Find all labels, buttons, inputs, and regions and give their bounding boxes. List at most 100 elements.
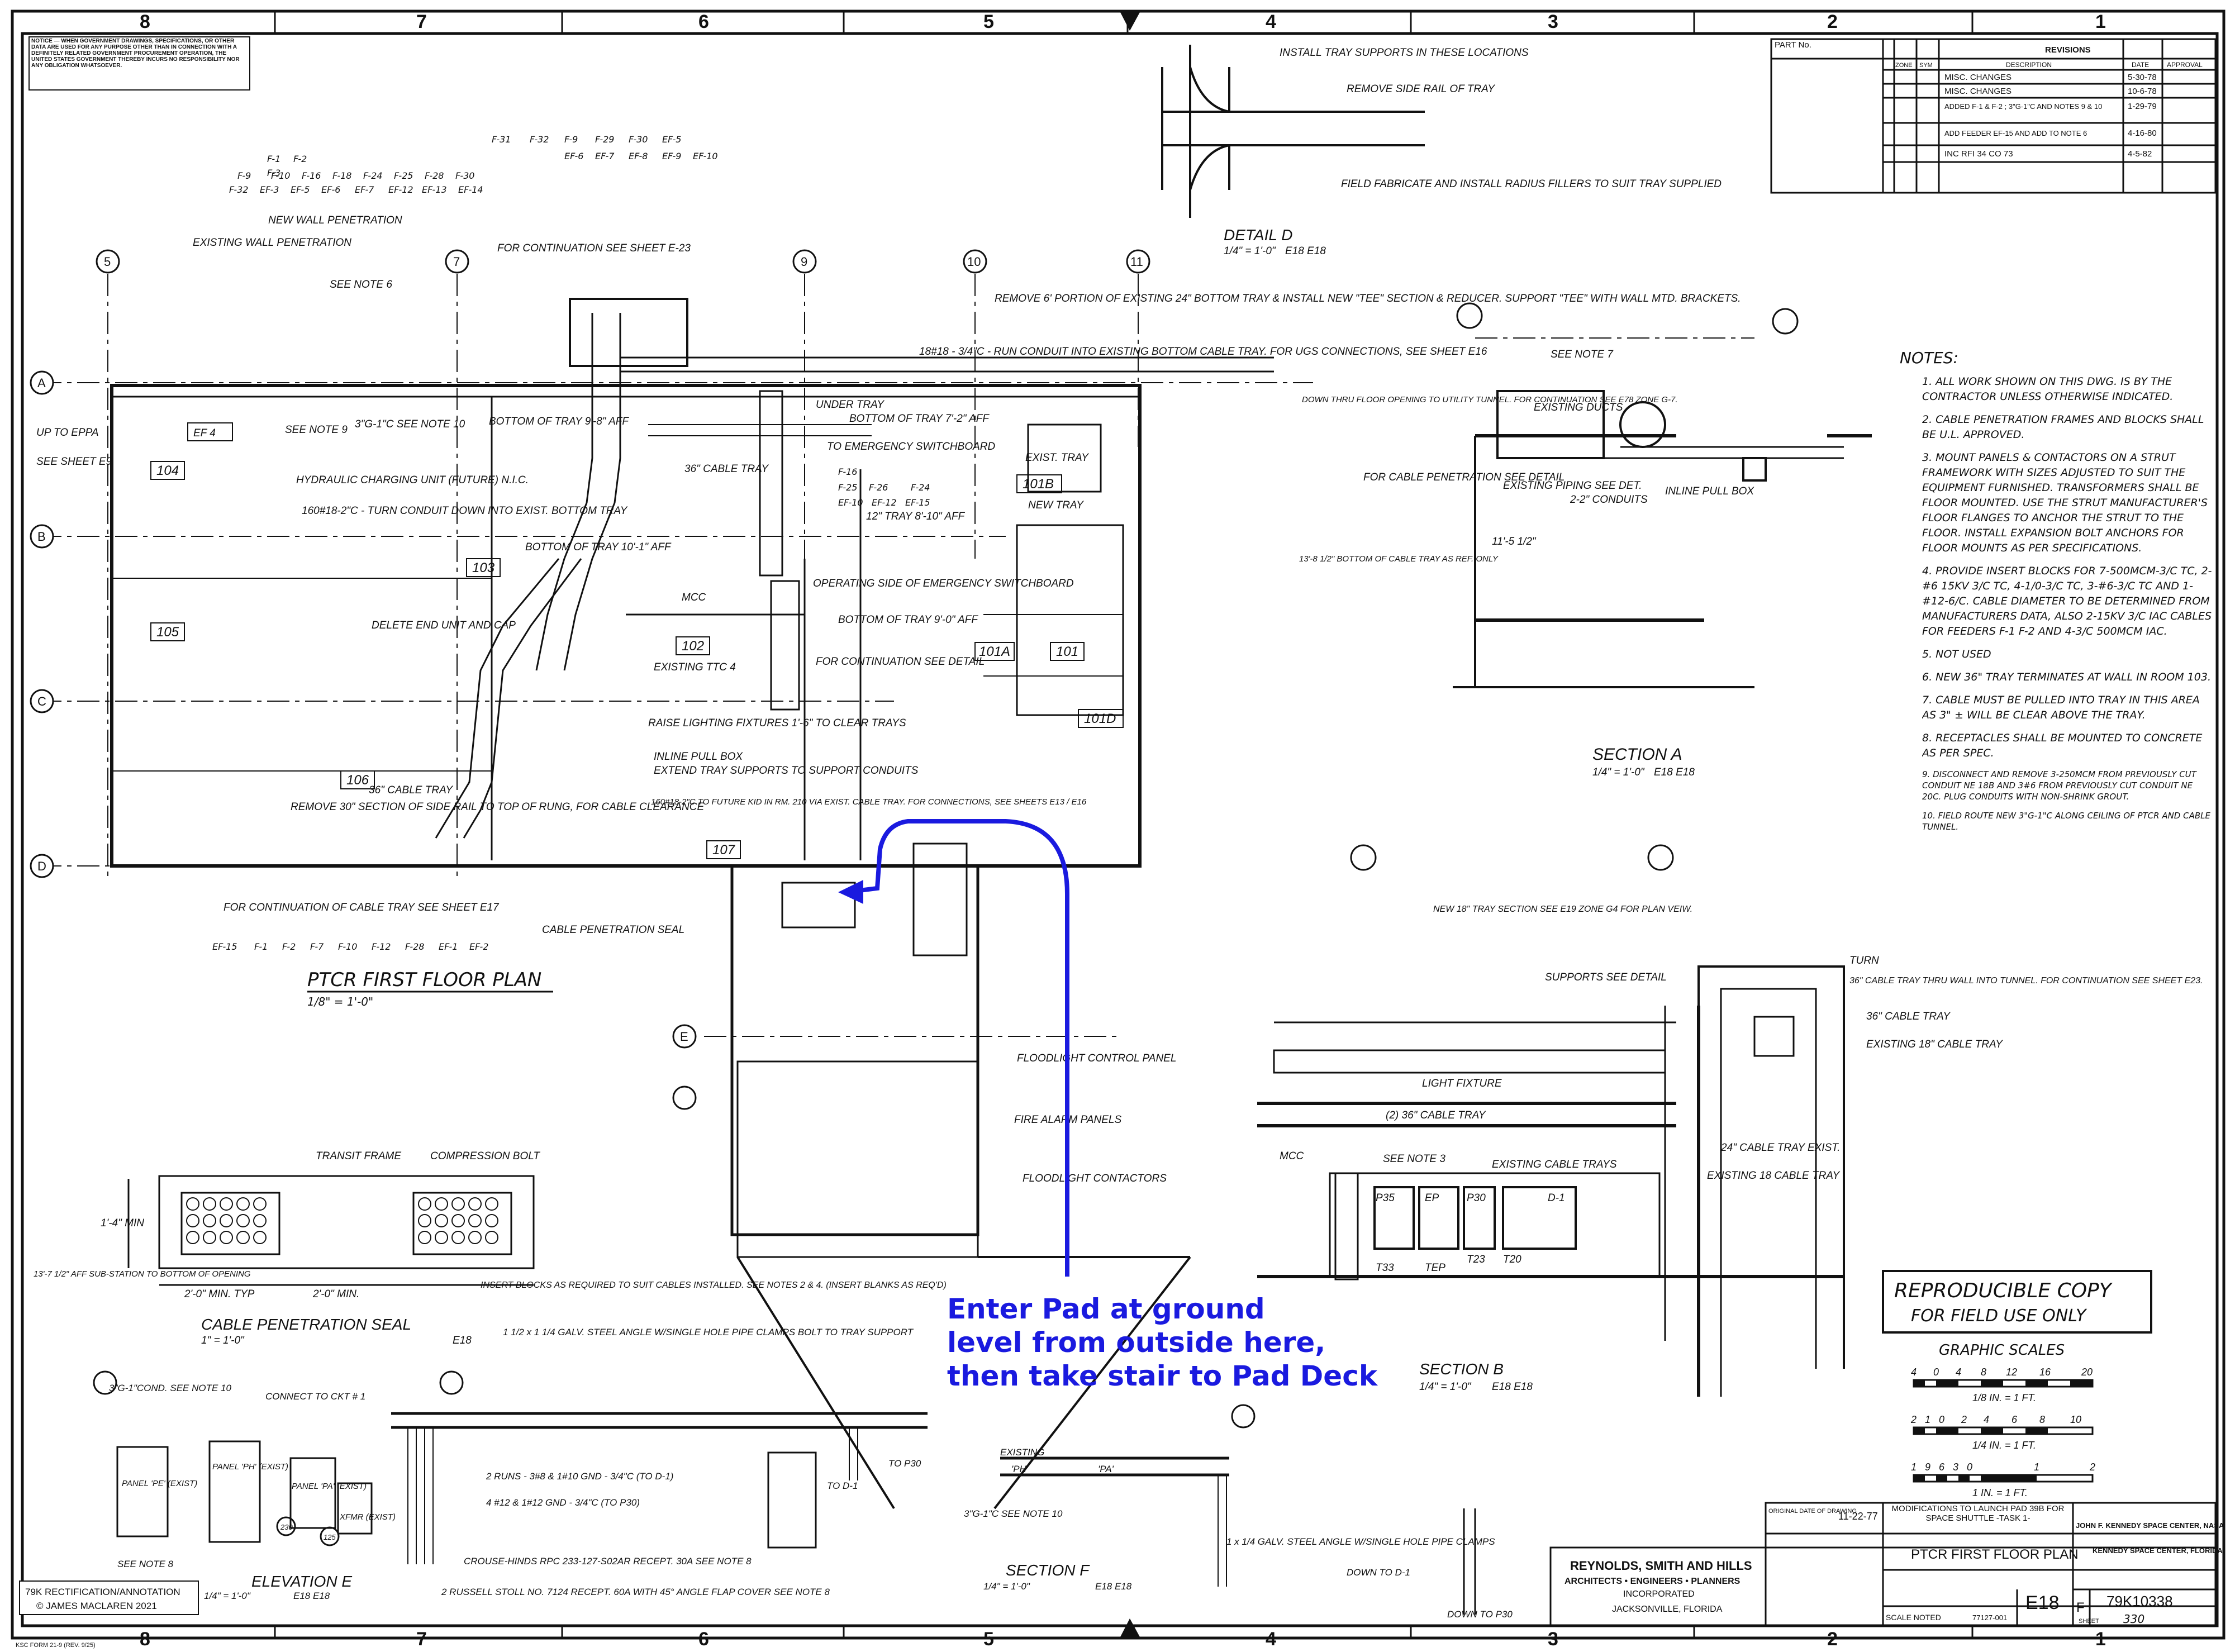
room-104-box	[150, 461, 185, 480]
feeder-tag-1-9: F-28	[425, 170, 444, 181]
credit-line2: © JAMES MACLAREN 2021	[36, 1601, 157, 1611]
scale2-tick-3: 2	[1961, 1414, 1967, 1425]
feeder-tag-3-1: F-25	[838, 482, 857, 493]
feeder-tag-2-9: EF-9	[662, 151, 681, 161]
revisions-table	[1770, 38, 2217, 194]
note-4: 4. PROVIDE INSERT BLOCKS FOR 7-500MCM-3/…	[1922, 565, 2212, 637]
seal-ref: E18	[453, 1335, 472, 1346]
note-7: 7. CABLE MUST BE PULLED INTO TRAY IN THI…	[1922, 694, 2200, 721]
seal-title: CABLE PENETRATION SEAL	[201, 1316, 411, 1333]
rev-header-sym: SYM	[1919, 62, 1933, 69]
elev-crouse: CROUSE-HINDS RPC 233-127-S02AR RECEPT. 3…	[464, 1556, 752, 1567]
new-tray-label: NEW TRAY	[1028, 499, 1084, 511]
note-6: 6. NEW 36" TRAY TERMINATES AT WALL IN RO…	[1922, 671, 2211, 683]
feeder-tag-3-2: F-26	[869, 482, 888, 493]
future-kid-label: 160#18-2"C TO FUTURE KID IN RM. 210 VIA …	[651, 797, 1087, 807]
scale3-tick-4: 0	[1967, 1461, 1972, 1473]
bottom-tray3-label: BOTTOM OF TRAY 7'-2" AFF	[849, 413, 990, 425]
section-b-panel-p30: P30	[1467, 1192, 1486, 1204]
raise-lighting-label: RAISE LIGHTING FIXTURES 1'-6" TO CLEAR T…	[648, 717, 906, 729]
scale1-tick-6: 20	[2081, 1367, 2093, 1378]
grid-5: 5	[104, 255, 111, 269]
seal-compression: COMPRESSION BOLT	[430, 1150, 540, 1162]
cable-pen-seal-label: CABLE PENETRATION SEAL	[542, 924, 684, 936]
feeder-tag-4-5: F-12	[372, 941, 391, 952]
zone-bottom-8: 8	[140, 1629, 150, 1650]
feeder-tag-2-10: EF-10	[693, 151, 718, 161]
scale2-tick-2: 0	[1939, 1414, 1944, 1425]
operating-side-label: OPERATING SIDE OF EMERGENCY SWITCHBOARD	[813, 578, 1074, 589]
part-no-label: PART No.	[1775, 40, 1811, 50]
feeder-tags-1: F-1 F-2 F-3 F-9 F-10 F-16 F-18 F-24 F-25…	[229, 154, 483, 195]
plan-title: PTCR FIRST FLOOR PLAN	[307, 969, 541, 991]
section-a-conduits: 2-2" CONDUITS	[1570, 494, 1648, 506]
scale3-tick-2: 6	[1939, 1461, 1945, 1473]
note-2: 2. CABLE PENETRATION FRAMES AND BLOCKS S…	[1922, 413, 2204, 441]
floodlight-panel-label: FLOODLIGHT CONTROL PANEL	[1017, 1053, 1176, 1064]
scale1-tick-1: 0	[1933, 1367, 1939, 1378]
remove-30-label: REMOVE 30" SECTION OF SIDE RAIL TO TOP O…	[291, 801, 705, 813]
rev-row-2-date: 10-6-78	[2128, 87, 2157, 96]
run-conduit-label: 18#18 - 3/4"C - RUN CONDUIT INTO EXISTIN…	[919, 346, 1487, 358]
room-101-box	[1050, 642, 1085, 661]
remove-6-label: REMOVE 6' PORTION OF EXISTING 24" BOTTOM…	[995, 293, 1741, 304]
section-b-exist18: EXISTING 18 CABLE TRAY	[1707, 1170, 1841, 1182]
room-105-box	[150, 622, 185, 641]
feeder-tag-1-8: F-25	[394, 170, 413, 181]
feeder-tag-2-3: F-29	[595, 134, 614, 145]
zone-top-5: 5	[983, 11, 994, 32]
scale1-tick-3: 8	[1981, 1367, 1986, 1378]
grid-9: 9	[801, 255, 807, 269]
section-a-inline-pull: INLINE PULL BOX	[1665, 485, 1754, 497]
section-a-drawing	[1453, 337, 1872, 688]
section-f-ref: E18 E18	[1095, 1581, 1132, 1592]
elev-to-d1: TO D-1	[827, 1480, 858, 1491]
elev-russell: 2 RUSSELL STOLL NO. 7124 RECEPT. 60A WIT…	[441, 1587, 830, 1597]
rev-row-2-desc: MISC. CHANGES	[1944, 87, 2012, 96]
detail-d-title: DETAIL D	[1224, 226, 1292, 244]
elev-runs1: 2 RUNS - 3#8 & 1#10 GND - 3/4"C (TO D-1)	[486, 1471, 673, 1482]
revisions-title: REVISIONS	[2045, 45, 2091, 55]
mod-title: MODIFICATIONS TO LAUNCH PAD 39B FOR SPAC…	[1891, 1504, 2065, 1523]
elev-angle: 1 1/2 x 1 1/4 GALV. STEEL ANGLE W/SINGLE…	[503, 1327, 914, 1337]
section-f-conduit: 3"G-1"C SEE NOTE 10	[964, 1508, 1063, 1519]
scale-bar-fills	[1914, 1380, 2093, 1482]
room-106: 106	[346, 773, 369, 788]
feeder-tag-4-8: EF-2	[469, 941, 488, 952]
note-5: 5. NOT USED	[1922, 648, 1991, 660]
inline-pull-label: INLINE PULL BOX	[654, 751, 743, 763]
section-a-ref: E18 E18	[1654, 767, 1695, 778]
section-b-mcc: MCC	[1280, 1150, 1304, 1162]
feeder-tag-2-1: F-32	[530, 134, 549, 145]
zone-bottom-4: 4	[1266, 1629, 1276, 1650]
section-a-existing-piping: EXISTING PIPING SEE DET.	[1503, 480, 1642, 492]
scale1-tick-5: 16	[2039, 1367, 2051, 1378]
zone-ticks	[274, 11, 1974, 1638]
detail-d-ref: E18 E18	[1285, 245, 1326, 257]
section-b-see-note3: SEE NOTE 3	[1383, 1153, 1445, 1165]
room-101: 101	[1056, 644, 1078, 659]
room-103: 103	[472, 560, 495, 575]
notice-text: NOTICE — WHEN GOVERNMENT DRAWINGS, SPECI…	[31, 38, 240, 69]
feeder-tag-3-6: F-24	[911, 482, 930, 493]
grid-e: E	[680, 1030, 688, 1044]
rev-header-zone: ZONE	[1895, 62, 1913, 69]
room-107: 107	[712, 842, 736, 858]
feeder-tag-1-3: F-9	[237, 170, 251, 181]
hydraulic-label: HYDRAULIC CHARGING UNIT (FUTURE) N.I.C.	[296, 474, 529, 486]
feeder-tag-1-4: F-10	[271, 170, 290, 181]
feeder-tag-1-11: F-32	[229, 184, 248, 195]
elev-scale: 1/4" = 1'-0"	[204, 1591, 251, 1601]
zone-bottom-1: 1	[2095, 1629, 2106, 1650]
section-f-pa: 'PA'	[1098, 1464, 1114, 1474]
see-note9-label: SEE NOTE 9	[285, 424, 348, 436]
section-b-new-tray: NEW 18" TRAY SECTION SEE E19 ZONE G4 FOR…	[1433, 904, 1692, 914]
feeder-tag-2-4: F-30	[629, 134, 648, 145]
reproducible-stamp	[1882, 1270, 2152, 1334]
elev-xfmr: XFMR (EXIST)	[339, 1512, 396, 1522]
orig-date: 11-22-77	[1838, 1511, 1878, 1522]
scale2-tick-6: 8	[2039, 1414, 2045, 1425]
scale2-tick-5: 6	[2012, 1414, 2018, 1425]
delete-end-label: DELETE END UNIT AND CAP	[372, 620, 516, 631]
detail-d-note2: REMOVE SIDE RAIL OF TRAY	[1347, 83, 1495, 95]
